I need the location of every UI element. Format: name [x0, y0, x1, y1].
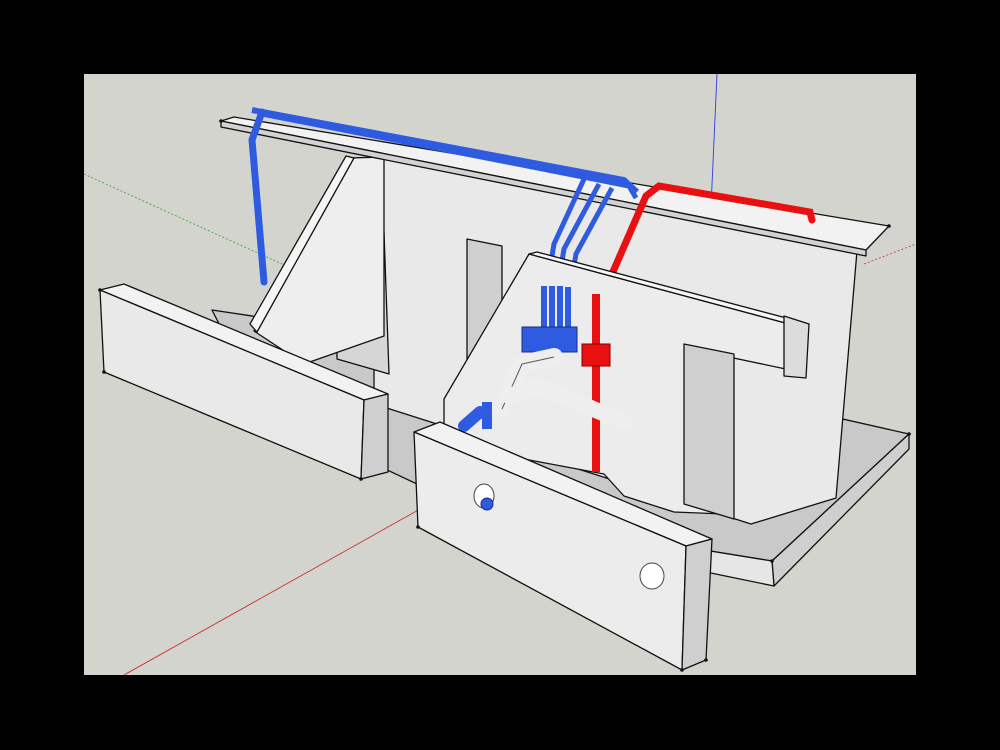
top-beam[interactable] — [220, 116, 890, 257]
cold-water-pipe-icon — [248, 107, 640, 313]
cold-water-outlet — [480, 497, 494, 511]
vertex-markers — [98, 119, 911, 672]
green-axis — [84, 173, 415, 325]
left-partition[interactable] — [249, 155, 385, 365]
3d-viewport[interactable] — [84, 74, 916, 675]
model-canvas[interactable] — [84, 74, 916, 675]
middle-partition[interactable] — [443, 251, 810, 520]
outlet-hole-icon — [639, 562, 665, 590]
manifold — [521, 286, 611, 472]
front-low-wall[interactable] — [413, 421, 713, 671]
left-low-wall[interactable] — [99, 283, 389, 480]
red-axis — [123, 503, 430, 675]
drain-pipe-icon — [458, 348, 632, 432]
red-axis-dotted — [863, 243, 916, 265]
